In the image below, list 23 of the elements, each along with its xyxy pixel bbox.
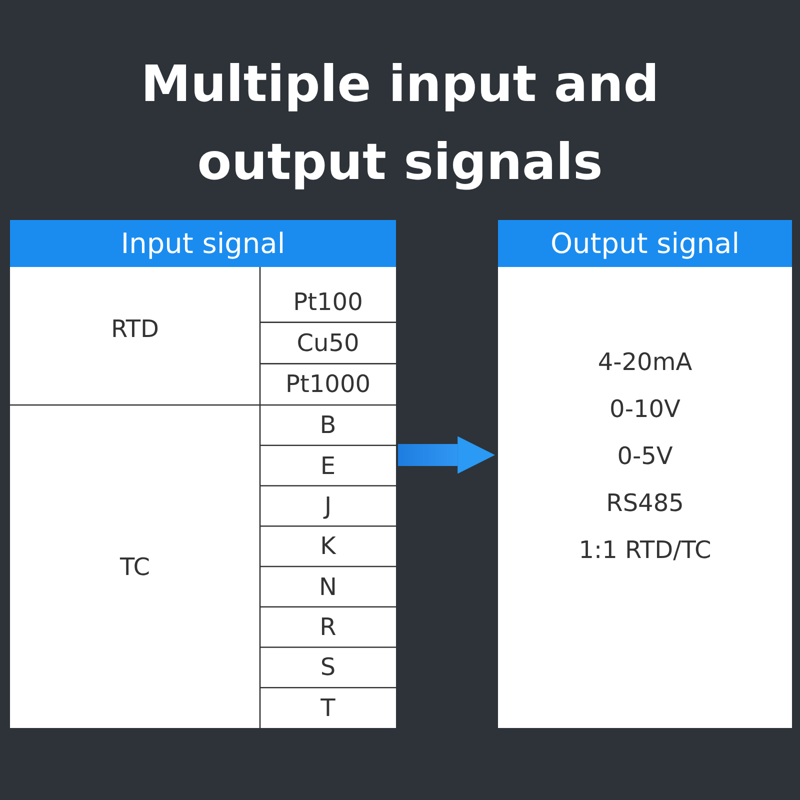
table-cell-text: N	[318, 572, 338, 603]
signal-panel	[498, 220, 792, 728]
panel-heading: Output signal	[498, 220, 792, 267]
table-cell-text: Cu50	[296, 328, 360, 359]
table-cell-text: Pt100	[292, 286, 364, 318]
arrow	[398, 436, 495, 474]
output-signal-text: RS485	[605, 488, 685, 519]
output-signal-text: 4-20mA	[596, 347, 694, 378]
table-cell-text: J	[322, 490, 333, 522]
output-signal-text: 0-10V	[608, 394, 682, 425]
output-signal-text: 0-5V	[616, 441, 674, 472]
output-signal-text: 1:1 RTD/TC	[578, 535, 712, 566]
table-cell-text: Pt1000	[284, 369, 372, 400]
table-cell-text: T	[320, 692, 336, 724]
table-cell-text: RTD	[110, 314, 160, 344]
table-cell-text: K	[319, 531, 338, 562]
table-cell-text: TC	[118, 552, 151, 582]
table-cell-text: S	[319, 652, 337, 684]
title: Multiple input and output signals	[140, 54, 660, 193]
table-cell-text: R	[318, 612, 338, 644]
table-cell-text: B	[318, 410, 338, 442]
panel-heading: Input signal	[10, 220, 396, 267]
table-cell-text: E	[319, 450, 337, 482]
